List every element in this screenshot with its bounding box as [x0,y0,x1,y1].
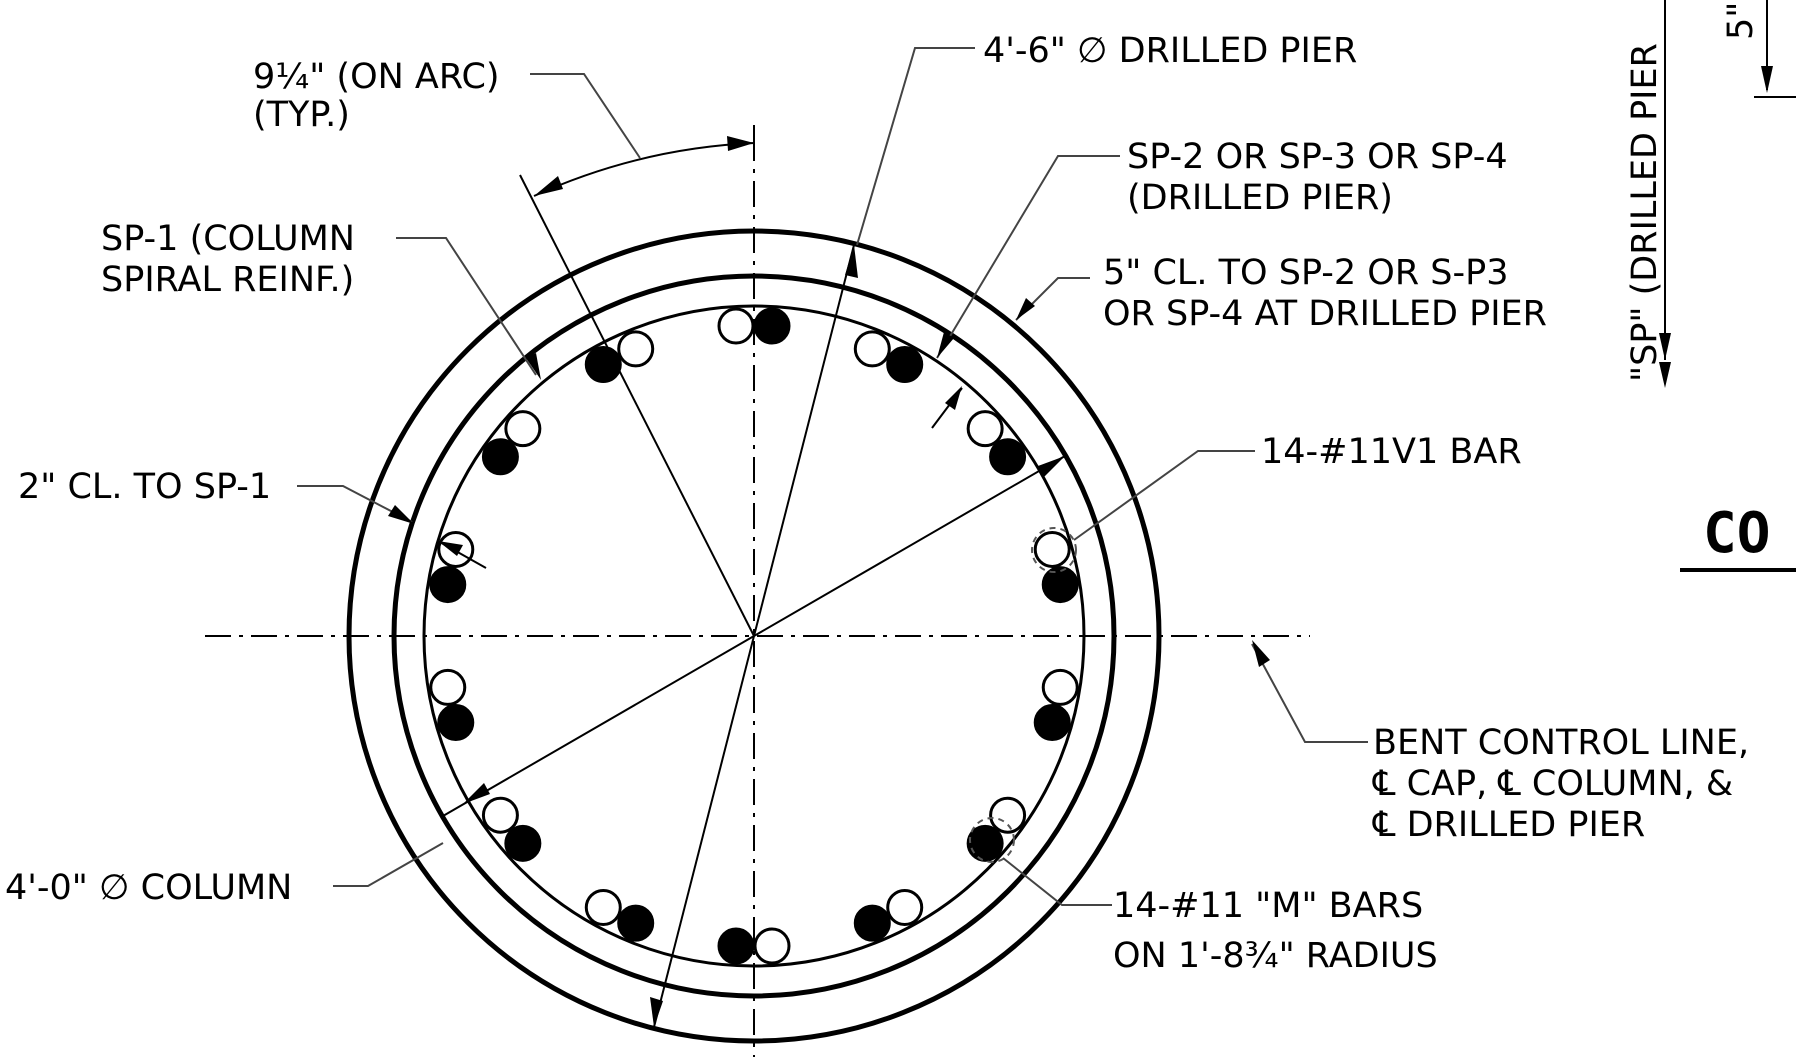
leader-m-bars [1002,857,1112,906]
leader-sp2 [936,155,1120,359]
arrowhead [1659,362,1671,388]
m-bar [853,904,891,942]
m-bar [717,927,755,965]
label-m-bars-radius: ON 1'-8¾" RADIUS [1113,936,1438,976]
arrowhead [1252,640,1270,667]
label-bent-line-3: ℄ DRILLED PIER [1372,805,1645,845]
label-m-bars: 14-#11 "M" BARS [1113,886,1423,926]
label-sp2: SP-2 OR SP-3 OR SP-4 [1127,137,1508,177]
label-sp2-cont: (DRILLED PIER) [1127,178,1393,218]
arrowhead [650,997,663,1027]
arrowhead [526,353,541,380]
arrowhead [463,783,490,804]
m-bar [989,438,1027,476]
m-bar-callout-circle [969,817,1015,863]
v1-bar [1041,668,1079,706]
v1-bar [886,888,924,926]
label-bent-line: BENT CONTROL LINE, [1373,723,1749,763]
v1-bar [989,796,1027,834]
label-arc-spacing: 9¼" (ON ARC) [253,57,500,97]
arrowhead [388,505,414,524]
label-bent-line-2: ℄ CAP, ℄ COLUMN, & [1372,764,1733,804]
v1-bar [584,888,622,926]
m-bar [886,346,924,384]
arrowhead [945,386,962,410]
m-bar [1041,566,1079,604]
arrowhead [534,176,563,196]
label-sp1: SP-1 (COLUMN [101,219,355,259]
arrowhead [438,541,463,556]
m-bar [753,307,791,345]
arrowhead [1038,456,1065,477]
arrowhead [937,332,954,358]
label-5-clear: 5" CL. TO SP-2 OR S-P3 [1103,253,1509,293]
m-bar [429,566,467,604]
label-2-clear: 2" CL. TO SP-1 [18,467,271,507]
arrowhead [1016,298,1035,320]
label-pier-diameter: 4'-6" ∅ DRILLED PIER [983,31,1357,71]
m-bar [617,904,655,942]
m-bar [437,704,475,742]
label-sp1-cont: SPIRAL REINF.) [101,260,354,300]
arrowhead [845,245,858,278]
v1-bar [504,410,542,448]
m-bar [504,824,542,862]
leader-bent-line [1251,643,1368,743]
section-heading: CO [1703,501,1770,566]
leader-2-clear [297,485,413,523]
v1-bar [481,796,519,834]
m-bar [481,438,519,476]
m-bar [1033,704,1071,742]
v1-bar [1033,530,1071,568]
label-side-sp: "SP" (DRILLED PIER [1625,43,1665,382]
arc-extension-line [519,174,755,637]
label-v1-bars: 14-#11V1 BAR [1261,432,1522,472]
label-arc-spacing-typ: (TYP.) [253,95,350,135]
leader-v1-bar [1073,450,1255,541]
label-column-diameter: 4'-0" ∅ COLUMN [5,868,292,908]
arrowhead [1761,66,1773,93]
v1-bar [753,927,791,965]
m-bar [966,824,1004,862]
label-side-5: 5" [1721,2,1761,40]
leader-column-diameter [333,842,444,887]
label-5-clear-cont: OR SP-4 AT DRILLED PIER [1103,294,1547,334]
leader-sp1 [396,237,537,376]
v1-bar [853,330,891,368]
v1-bar [717,307,755,345]
v1-bar [429,668,467,706]
v1-bar-callout-circle [1031,527,1077,573]
v1-bar [617,330,655,368]
leader-arc-spacing [530,73,641,159]
arrowhead [1659,333,1671,360]
leader-pier-diameter [856,47,975,246]
arc-spacing-dim [533,142,755,197]
arrowhead [727,136,754,151]
v1-bar [966,410,1004,448]
